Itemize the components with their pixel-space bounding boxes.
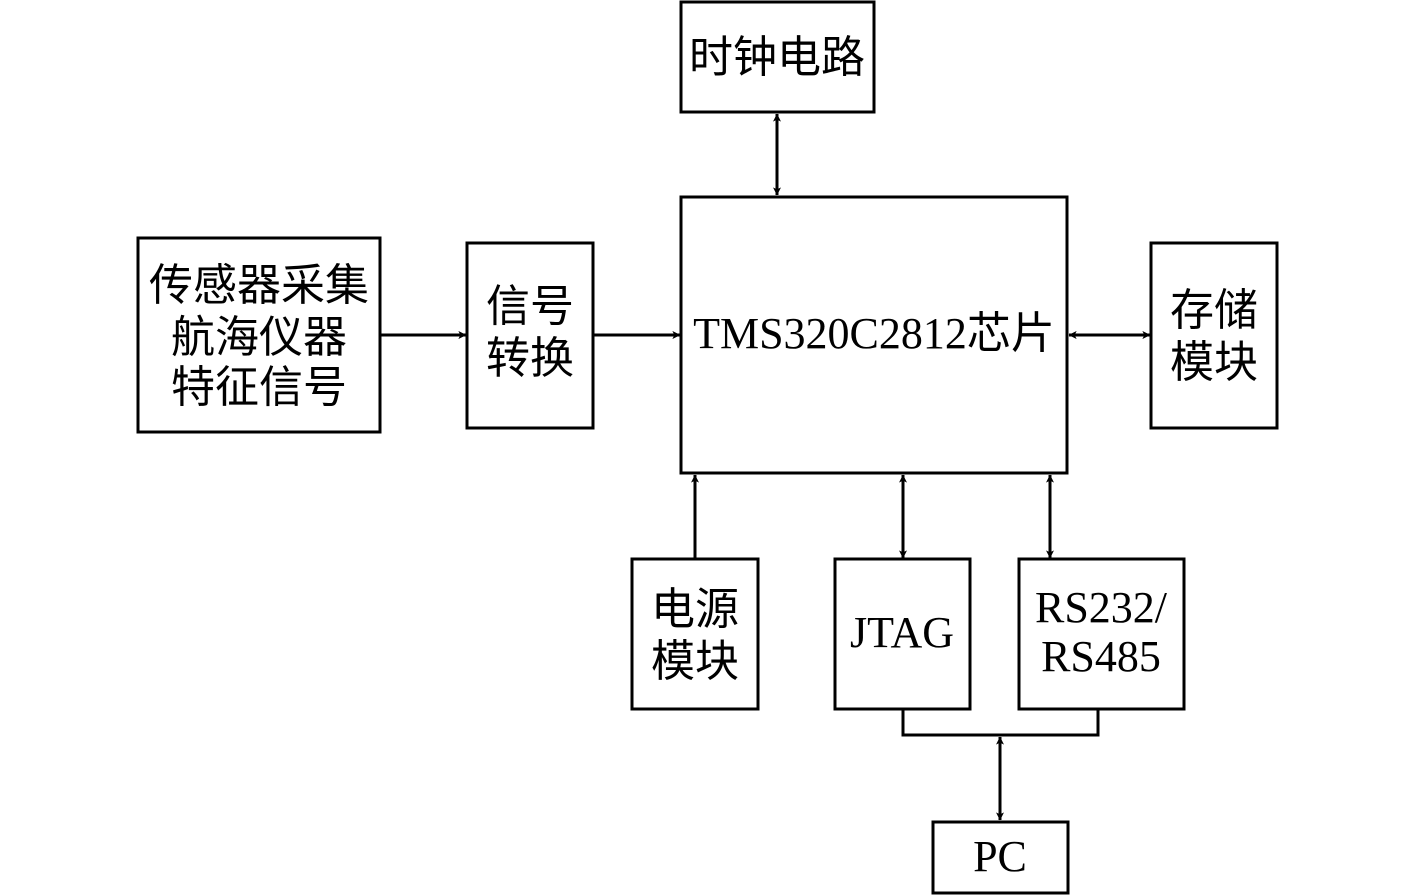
storage-block: 存储 模块 — [1149, 241, 1279, 430]
pc-block: PC — [931, 820, 1070, 895]
power-label-line2: 模块 — [651, 636, 739, 687]
signal-label-line1: 信号 — [486, 281, 574, 332]
sensor-label-line1: 传感器采集 — [149, 260, 369, 311]
power-block: 电源 模块 — [630, 557, 760, 711]
jtag-block: JTAG — [833, 557, 972, 711]
signal-label-line2: 转换 — [486, 333, 574, 384]
clock-block: 时钟电路 — [679, 0, 876, 114]
serial-block: RS232/ RS485 — [1017, 557, 1186, 711]
clock-label: 时钟电路 — [689, 32, 865, 83]
storage-label-line1: 存储 — [1170, 285, 1258, 336]
signal-conversion-block: 信号 转换 — [465, 241, 595, 430]
sensor-label-line3: 特征信号 — [171, 362, 347, 413]
serial-label-line2: RS485 — [1041, 632, 1161, 681]
jtag-label: JTAG — [850, 608, 954, 657]
storage-label-line2: 模块 — [1170, 337, 1258, 388]
pc-label: PC — [973, 832, 1027, 881]
serial-label-line1: RS232/ — [1035, 583, 1168, 632]
bus-jtag-serial — [901, 710, 1100, 737]
chip-block: TMS320C2812芯片 — [679, 195, 1069, 475]
sensor-block: 传感器采集 航海仪器 特征信号 — [136, 236, 382, 434]
chip-label: TMS320C2812芯片 — [693, 309, 1055, 358]
power-label-line1: 电源 — [651, 584, 739, 635]
sensor-label-line2: 航海仪器 — [171, 312, 347, 363]
